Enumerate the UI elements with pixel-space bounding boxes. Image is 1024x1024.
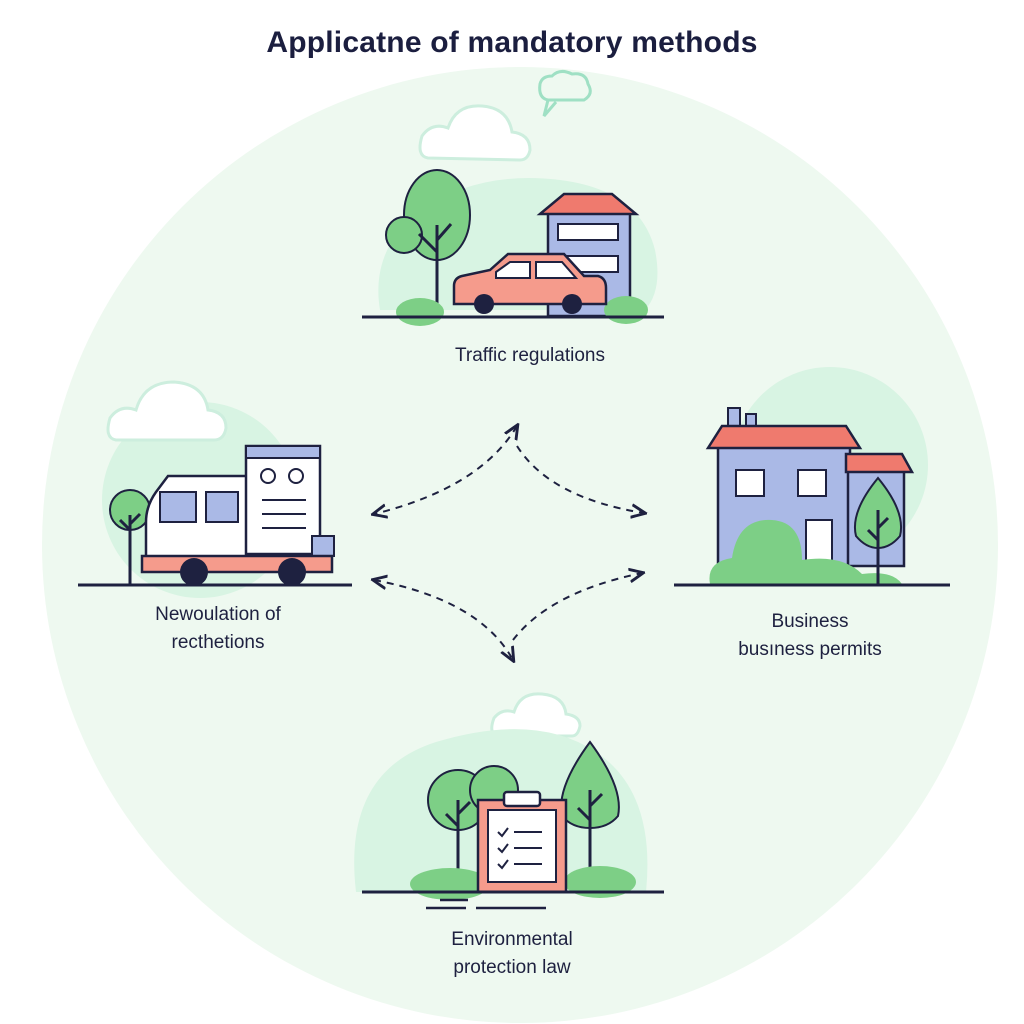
- car-icon: [452, 252, 608, 314]
- environmental-label: Environmental protection law: [392, 926, 632, 982]
- environmental-illustration: [354, 692, 664, 910]
- background-circle: [42, 67, 998, 1023]
- tree-icon: [109, 489, 151, 585]
- house-icon: [705, 407, 915, 568]
- cloud-icon: [106, 380, 228, 442]
- business-illustration: [674, 367, 950, 587]
- environmental-label-line2: protection law: [453, 957, 571, 978]
- newoulation-label: Newoulation of recthetions: [98, 601, 338, 657]
- newoulation-label-line1: Newoulation of: [155, 604, 281, 625]
- traffic-illustration: [362, 69, 664, 326]
- traffic-label: Traffic regulations: [380, 342, 680, 370]
- arrow-bottom-left: [374, 580, 513, 660]
- tree-icon: [385, 169, 471, 316]
- clipboard-checklist-icon: [476, 790, 568, 894]
- traffic-label-text: Traffic regulations: [455, 345, 605, 366]
- tree-icon: [560, 740, 620, 872]
- connector-arrows: [374, 426, 644, 660]
- newoulation-label-line2: recthetions: [171, 632, 265, 653]
- arrow-top-right: [516, 445, 644, 513]
- cloud-icon: [418, 104, 532, 162]
- environmental-label-line1: Environmental: [451, 929, 573, 950]
- arrow-bottom-right: [512, 573, 642, 641]
- speech-bubble-icon: [538, 69, 592, 117]
- business-label-line2: busıness permits: [738, 639, 882, 660]
- cloud-icon: [490, 692, 582, 738]
- van-icon: [140, 444, 335, 586]
- newoulation-illustration: [78, 380, 352, 598]
- tree-icon: [854, 476, 902, 584]
- page-title: Applicatne of mandatory methods: [266, 26, 758, 59]
- arrow-top-left: [374, 426, 517, 514]
- business-label: Business busıness permits: [690, 608, 930, 664]
- business-label-line1: Business: [771, 611, 849, 632]
